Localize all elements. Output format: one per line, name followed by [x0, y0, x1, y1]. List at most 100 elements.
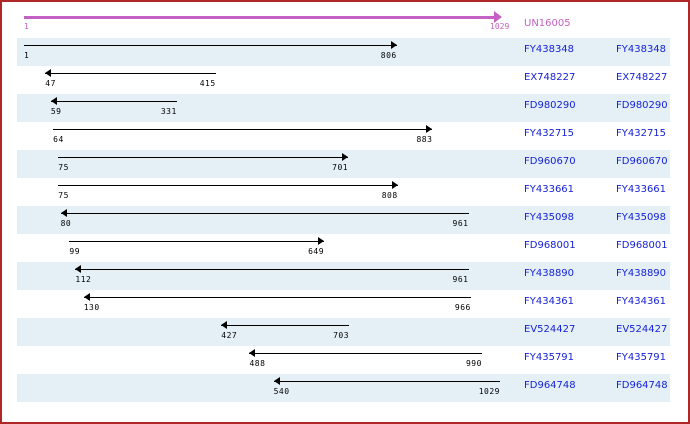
alignment-start-coord: 488 — [249, 359, 266, 368]
alignment-end-coord: 1029 — [478, 387, 500, 396]
alignment-bar[interactable] — [273, 381, 500, 382]
alignment-bar[interactable] — [221, 325, 350, 326]
alignment-end-coord: 701 — [332, 163, 349, 172]
alignment-end-coord: 990 — [465, 359, 482, 368]
alignment-arrowhead-icon — [342, 153, 349, 161]
alignment-arrowhead-icon — [50, 97, 57, 105]
accession-link-secondary[interactable]: FY435098 — [616, 212, 667, 223]
alignment-row[interactable]: 75 701 FD960670 FD960670 — [2, 150, 688, 178]
alignment-end-coord: 703 — [333, 331, 350, 340]
alignment-arrowhead-icon — [426, 125, 433, 133]
alignment-end-coord: 883 — [416, 135, 433, 144]
row-stripe — [17, 206, 670, 234]
row-stripe — [17, 262, 670, 290]
accession-link-secondary[interactable]: FY433661 — [616, 184, 667, 195]
alignment-end-coord: 649 — [308, 247, 325, 256]
alignment-end-coord: 961 — [452, 219, 469, 228]
accession-link-secondary[interactable]: EV524427 — [616, 324, 668, 335]
accession-link-primary[interactable]: FD968001 — [524, 240, 576, 251]
alignment-bar[interactable] — [58, 185, 398, 186]
alignment-arrowhead-icon — [273, 377, 280, 385]
alignment-row[interactable]: 540 1029 FD964748 FD964748 — [2, 374, 688, 402]
accession-link-primary[interactable]: FY433661 — [524, 184, 575, 195]
accession-link-secondary[interactable]: FY432715 — [616, 128, 667, 139]
accession-link-primary[interactable]: EV524427 — [524, 324, 576, 335]
alignment-arrowhead-icon — [83, 293, 90, 301]
accession-link-primary[interactable]: FY435791 — [524, 352, 575, 363]
alignment-end-coord: 806 — [380, 51, 397, 60]
alignment-arrowhead-icon — [390, 41, 397, 49]
reference-arrowhead-icon — [494, 11, 502, 23]
reference-title: UN16005 — [524, 18, 571, 29]
alignment-row[interactable]: 99 649 FD968001 FD968001 — [2, 234, 688, 262]
accession-link-secondary[interactable]: FY434361 — [616, 296, 667, 307]
alignment-arrowhead-icon — [45, 69, 52, 77]
accession-link-primary[interactable]: FY438890 — [524, 268, 575, 279]
alignment-start-coord: 47 — [45, 79, 56, 88]
alignment-bar[interactable] — [75, 269, 469, 270]
accession-link-secondary[interactable]: FD960670 — [616, 156, 668, 167]
accession-link-secondary[interactable]: FY438890 — [616, 268, 667, 279]
accession-link-primary[interactable]: FY432715 — [524, 128, 575, 139]
accession-link-secondary[interactable]: FD980290 — [616, 100, 668, 111]
accession-link-primary[interactable]: FD964748 — [524, 380, 576, 391]
alignment-bar[interactable] — [53, 129, 433, 130]
alignment-end-coord: 808 — [381, 191, 398, 200]
alignment-row[interactable]: 59 331 FD980290 FD980290 — [2, 94, 688, 122]
reference-end-coord: 1029 — [490, 22, 510, 31]
reference-track: 1 1029 UN16005 — [2, 10, 688, 38]
accession-link-secondary[interactable]: FD964748 — [616, 380, 668, 391]
accession-link-primary[interactable]: EX748227 — [524, 72, 576, 83]
alignment-start-coord: 75 — [58, 163, 69, 172]
alignment-row[interactable]: 488 990 FY435791 FY435791 — [2, 346, 688, 374]
accession-link-secondary[interactable]: FY438348 — [616, 44, 667, 55]
alignment-start-coord: 112 — [75, 275, 92, 284]
alignment-arrowhead-icon — [75, 265, 82, 273]
alignment-start-coord: 1 — [24, 51, 30, 60]
alignment-arrowhead-icon — [318, 237, 325, 245]
alignment-arrowhead-icon — [221, 321, 228, 329]
alignment-end-coord: 331 — [160, 107, 177, 116]
reference-bar — [24, 16, 496, 19]
alignment-start-coord: 99 — [69, 247, 81, 256]
accession-link-secondary[interactable]: EX748227 — [616, 72, 668, 83]
accession-link-primary[interactable]: FY435098 — [524, 212, 575, 223]
alignment-bar[interactable] — [24, 45, 397, 46]
alignment-end-coord: 415 — [199, 79, 216, 88]
alignment-start-coord: 427 — [221, 331, 238, 340]
alignment-row[interactable]: 112 961 FY438890 FY438890 — [2, 262, 688, 290]
alignment-row[interactable]: 47 415 EX748227 EX748227 — [2, 66, 688, 94]
alignment-bar[interactable] — [249, 353, 482, 354]
alignment-bar[interactable] — [45, 73, 216, 74]
alignment-bar[interactable] — [69, 241, 325, 242]
alignment-start-coord: 130 — [83, 303, 100, 312]
accession-link-primary[interactable]: FY434361 — [524, 296, 575, 307]
row-stripe — [17, 374, 670, 402]
accession-link-primary[interactable]: FD980290 — [524, 100, 576, 111]
alignment-bar[interactable] — [50, 101, 177, 102]
accession-link-secondary[interactable]: FY435791 — [616, 352, 667, 363]
alignment-bar[interactable] — [83, 297, 471, 298]
accession-link-primary[interactable]: FY438348 — [524, 44, 575, 55]
alignment-row[interactable]: 64 883 FY432715 FY432715 — [2, 122, 688, 150]
alignment-row[interactable]: 1 806 FY438348 FY438348 — [2, 38, 688, 66]
row-stripe — [17, 318, 670, 346]
alignment-start-coord: 540 — [273, 387, 290, 396]
accession-link-primary[interactable]: FD960670 — [524, 156, 576, 167]
alignment-start-coord: 80 — [60, 219, 72, 228]
alignment-end-coord: 961 — [452, 275, 469, 284]
alignment-start-coord: 64 — [53, 135, 64, 144]
alignment-bar[interactable] — [58, 157, 349, 158]
alignment-arrowhead-icon — [249, 349, 256, 357]
row-stripe — [17, 94, 670, 122]
alignment-arrowhead-icon — [391, 181, 398, 189]
alignment-start-coord: 59 — [50, 107, 62, 116]
alignment-arrowhead-icon — [60, 209, 67, 217]
alignment-bar[interactable] — [60, 213, 469, 214]
alignment-row[interactable]: 80 961 FY435098 FY435098 — [2, 206, 688, 234]
alignment-row[interactable]: 427 703 EV524427 EV524427 — [2, 318, 688, 346]
accession-link-secondary[interactable]: FD968001 — [616, 240, 668, 251]
